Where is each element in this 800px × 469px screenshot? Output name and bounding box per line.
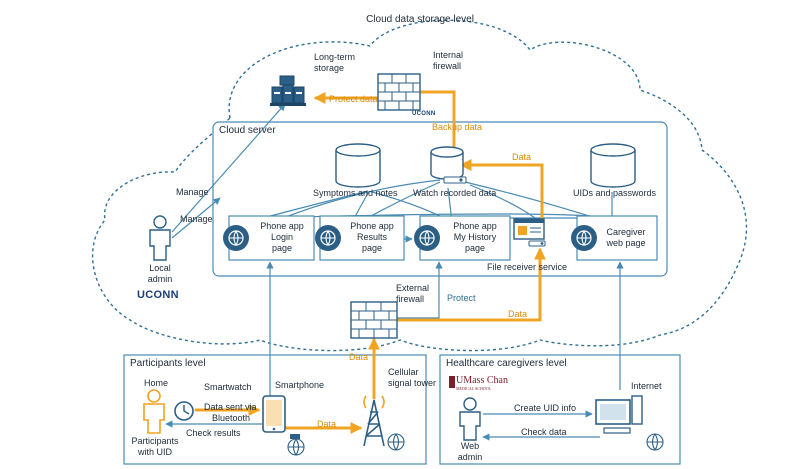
login-page-label: Phone app Login page (260, 221, 304, 253)
backup-data-label: Backup data (432, 122, 483, 132)
internet-label: Internet (631, 381, 662, 391)
external-firewall-label: External firewall (396, 283, 430, 304)
caregiver-page-label: Caregiver web page (606, 227, 646, 248)
protect-data-label: Protect data (329, 94, 378, 104)
globe-internet-icon (646, 433, 664, 451)
participant-person-icon (143, 389, 165, 434)
globe-tower-icon (387, 433, 405, 451)
create-uid-label: Create UID info (514, 403, 577, 413)
cellular-tower-icon (363, 395, 385, 447)
long-term-storage-label: Long-term storage (314, 52, 356, 73)
computer-icon (595, 395, 643, 434)
data-up-label: Data (349, 352, 369, 362)
home-label: Home (144, 378, 169, 388)
storage-rack-icon (270, 75, 306, 106)
history-page-label: Phone app My History page (453, 221, 497, 253)
history-page-box (414, 215, 511, 261)
protect-label: Protect (447, 293, 476, 303)
participants-level-title: Participants level (130, 358, 206, 369)
watch-db-label: Watch recorded data (413, 188, 497, 198)
smartwatch-label: Smartwatch (204, 382, 252, 392)
login-page-box (223, 215, 315, 261)
file-receiver-icon (513, 218, 546, 247)
caregiver-page-box (571, 215, 658, 261)
globe-phone-icon (287, 434, 305, 456)
results-page-box (315, 215, 405, 261)
data-to-watch-label: Data (512, 152, 532, 162)
caregivers-level-title: Healthcare caregivers level (446, 358, 567, 369)
web-admin-person-icon (459, 397, 481, 441)
uids-db-label: UIDs and passwords (573, 188, 657, 198)
check-data-label: Check data (521, 427, 567, 437)
cellular-tower-label: Cellular signal tower (388, 367, 437, 388)
smartphone-icon (262, 395, 286, 433)
database-uids-icon (590, 143, 636, 188)
check-results-label: Check results (186, 428, 241, 438)
umass-logo-icon (449, 376, 455, 388)
database-symptoms-icon (335, 143, 381, 188)
uconn-logo: UCONN (137, 289, 179, 301)
orange-data-flows (194, 86, 546, 434)
uconn-small-logo: UCONN (412, 111, 436, 117)
data-right-label: Data (508, 309, 528, 319)
cloud-server-title: Cloud server (219, 125, 276, 136)
manage-label-1: Manage (176, 187, 209, 197)
file-receiver-label: File receiver service (487, 262, 568, 272)
local-admin-person-icon (149, 215, 171, 261)
manage-label-2: Manage (180, 214, 213, 224)
results-page-label: Phone app Results page (350, 221, 394, 253)
symptoms-db-label: Symptoms and notes (313, 188, 398, 198)
local-admin-label: Local admin (147, 263, 173, 284)
phone-data-label: Data (317, 419, 337, 429)
internal-firewall-label: Internal firewall (433, 50, 464, 71)
external-firewall-icon (350, 301, 398, 339)
smartwatch-icon (174, 401, 194, 421)
participants-uid-label: Participants with UID (131, 436, 179, 457)
smartphone-label: Smartphone (275, 380, 325, 390)
cloud-level-title: Cloud data storage level (366, 14, 474, 25)
umass-logo: UMass Chan MEDICAL SCHOOL (456, 375, 508, 392)
cloud-outline (91, 19, 748, 352)
database-watch-icon (430, 146, 467, 184)
internal-firewall-icon (377, 73, 421, 111)
web-admin-label: Web admin (457, 441, 483, 462)
data-sent-label: Data sent via Bluetooth (204, 402, 257, 423)
